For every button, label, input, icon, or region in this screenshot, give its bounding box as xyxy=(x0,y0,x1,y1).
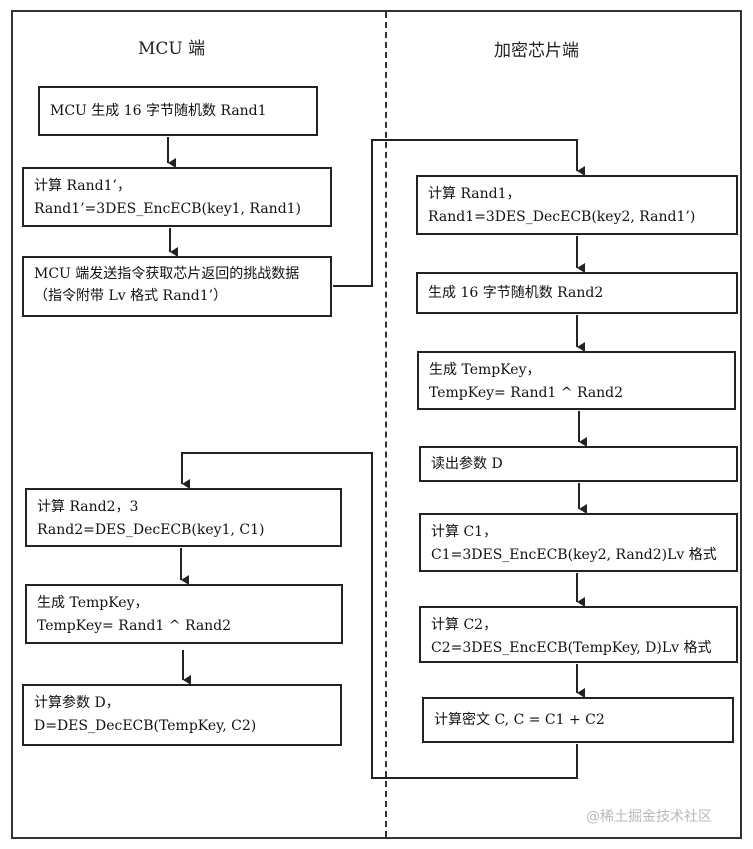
step-heading: 计算 Rand2，3 xyxy=(37,499,139,515)
chip-column-title: 加密芯片端 xyxy=(494,41,579,61)
step-mcu-generate-rand1: MCU 生成 16 字节随机数 Rand1 xyxy=(38,86,318,136)
step-chip-compute-c1: 计算 C1， C1=3DES_EncECB(key2, Rand2)Lv 格式 xyxy=(419,513,738,572)
step-chip-generate-tempkey: 生成 TempKey， TempKey= Rand1 ^ Rand2 xyxy=(417,351,736,410)
swimlane-divider xyxy=(385,12,387,837)
step-heading: 计算 C1， xyxy=(431,524,498,540)
step-formula: TempKey= Rand1 ^ Rand2 xyxy=(37,618,232,634)
step-formula: C2=3DES_EncECB(TempKey, D)Lv 格式 xyxy=(431,640,712,656)
step-formula: Rand1=3DES_DecECB(key2, Rand1’) xyxy=(428,209,696,225)
step-chip-generate-rand2: 生成 16 字节随机数 Rand2 xyxy=(416,272,738,314)
step-mcu-compute-rand1-prime: 计算 Rand1’， Rand1’=3DES_EncECB(key1, Rand… xyxy=(22,167,332,227)
step-heading: 计算 Rand1， xyxy=(428,186,521,202)
step-chip-read-d: 读出参数 D xyxy=(419,446,738,482)
step-chip-compute-c2: 计算 C2， C2=3DES_EncECB(TempKey, D)Lv 格式 xyxy=(419,606,738,663)
step-heading: 计算参数 D， xyxy=(34,695,120,711)
step-formula: TempKey= Rand1 ^ Rand2 xyxy=(429,385,624,401)
step-text: 读出参数 D xyxy=(431,456,503,472)
arrow-response-to-mcu xyxy=(181,452,578,779)
step-heading: 生成 TempKey， xyxy=(37,595,149,611)
step-heading: 计算 Rand1’， xyxy=(34,178,131,194)
watermark: @稀土掘金技术社区 xyxy=(586,809,712,825)
step-formula: C1=3DES_EncECB(key2, Rand2)Lv 格式 xyxy=(431,547,717,563)
step-mcu-compute-d: 计算参数 D， D=DES_DecECB(TempKey, C2) xyxy=(22,684,342,746)
step-mcu-compute-rand2: 计算 Rand2，3 Rand2=DES_DecECB(key1, C1) xyxy=(25,488,342,547)
step-text: MCU 生成 16 字节随机数 Rand1 xyxy=(50,103,267,119)
step-text: 生成 16 字节随机数 Rand2 xyxy=(428,285,604,301)
step-text: MCU 端发送指令获取芯片返回的挑战数据（指令附带 Lv 格式 Rand1’） xyxy=(34,266,300,304)
arrow-request-to-chip xyxy=(333,139,585,287)
step-mcu-generate-tempkey: 生成 TempKey， TempKey= Rand1 ^ Rand2 xyxy=(25,584,343,644)
step-chip-compute-ciphertext: 计算密文 C, C = C1 + C2 xyxy=(422,697,734,743)
mcu-column-title: MCU 端 xyxy=(138,39,206,59)
step-heading: 生成 TempKey， xyxy=(429,362,541,378)
step-chip-compute-rand1: 计算 Rand1， Rand1=3DES_DecECB(key2, Rand1’… xyxy=(416,175,738,235)
step-formula: Rand2=DES_DecECB(key1, C1) xyxy=(37,522,265,538)
step-mcu-send-command: MCU 端发送指令获取芯片返回的挑战数据（指令附带 Lv 格式 Rand1’） xyxy=(22,256,332,317)
step-formula: D=DES_DecECB(TempKey, C2) xyxy=(34,718,257,734)
step-heading: 计算 C2， xyxy=(431,617,498,633)
step-formula: Rand1’=3DES_EncECB(key1, Rand1) xyxy=(34,201,302,217)
step-text: 计算密文 C, C = C1 + C2 xyxy=(434,712,605,728)
diagram-frame xyxy=(11,10,742,839)
